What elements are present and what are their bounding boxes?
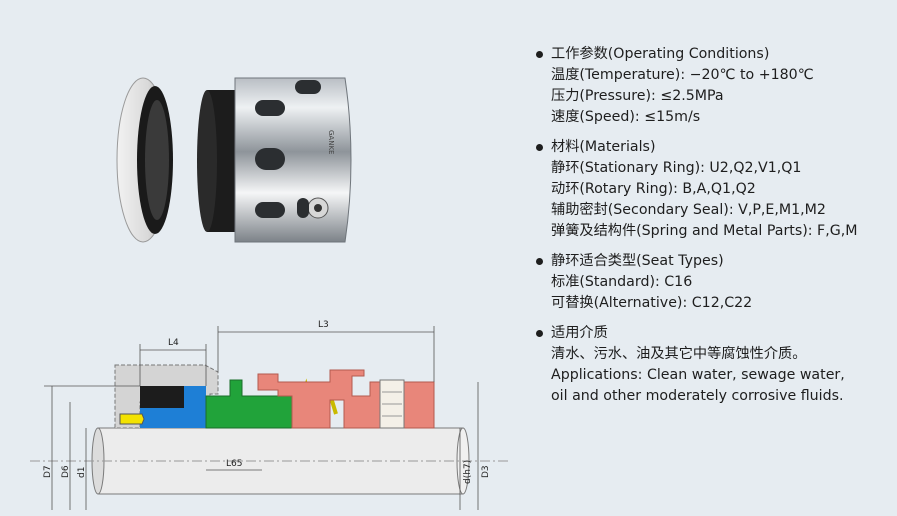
- seat-black: [140, 386, 184, 408]
- rotary-ring: [205, 379, 293, 429]
- bullet-icon: [536, 51, 543, 58]
- seal-cross-section-drawing: L4 L3 L65 D7 D6 d1 d(h7) D3: [30, 320, 510, 510]
- spec-line: 标准(Standard): C16: [551, 274, 693, 290]
- spec-line: 辅助密封(Secondary Seal): V,P,E,M1,M2: [551, 202, 826, 218]
- bullet-icon: [536, 144, 543, 151]
- seal-product-photo: GANKE: [116, 77, 352, 243]
- spec-line: Applications: Clean water, sewage water,: [551, 367, 845, 383]
- spec-line: 动环(Rotary Ring): B,A,Q1,Q2: [551, 181, 756, 197]
- spec-heading: 适用介质: [551, 325, 608, 341]
- bullet-icon: [536, 330, 543, 337]
- spec-line: 速度(Speed): ≤15m/s: [551, 109, 701, 125]
- spec-group-applications: 适用介质 清水、污水、油及其它中等腐蚀性介质。 Applications: Cl…: [533, 323, 893, 407]
- spec-line: 压力(Pressure): ≤2.5MPa: [551, 88, 724, 104]
- spec-line: oil and other moderately corrosive fluid…: [551, 388, 844, 404]
- dimension-lines: [44, 326, 479, 510]
- spec-line: 可替换(Alternative): C12,C22: [551, 295, 753, 311]
- specifications-panel: 工作参数(Operating Conditions) 温度(Temperatur…: [533, 44, 893, 416]
- dim-d3: D3: [481, 465, 491, 478]
- dim-l65: L65: [226, 459, 242, 469]
- spec-line: 静环(Stationary Ring): U2,Q2,V1,Q1: [551, 160, 802, 176]
- seat-blue: [140, 386, 206, 428]
- spec-heading: 材料(Materials): [551, 139, 656, 155]
- dim-d6: D6: [61, 465, 71, 478]
- spec-line: 温度(Temperature): −20℃ to +180℃: [551, 67, 814, 83]
- dim-d7: D7: [43, 465, 53, 478]
- anti-rotation-pin: [119, 413, 145, 425]
- dim-dh7: d(h7): [463, 460, 473, 484]
- spec-group-operating: 工作参数(Operating Conditions) 温度(Temperatur…: [533, 44, 893, 128]
- spec-heading: 静环适合类型(Seat Types): [551, 253, 724, 269]
- brand-mark: GANKE: [327, 130, 335, 154]
- spec-group-seat-types: 静环适合类型(Seat Types) 标准(Standard): C16 可替换…: [533, 251, 893, 314]
- stationary-ring-photo: [116, 77, 173, 243]
- rotary-unit-photo: GANKE: [197, 77, 352, 243]
- spec-group-materials: 材料(Materials) 静环(Stationary Ring): U2,Q2…: [533, 137, 893, 242]
- spec-line: 弹簧及结构件(Spring and Metal Parts): F,G,M: [551, 223, 858, 239]
- dim-l4: L4: [168, 338, 179, 348]
- dim-d1: d1: [77, 467, 87, 478]
- spec-heading: 工作参数(Operating Conditions): [551, 46, 770, 62]
- dim-l3: L3: [318, 320, 329, 330]
- bullet-icon: [536, 258, 543, 265]
- spec-line: 清水、污水、油及其它中等腐蚀性介质。: [551, 346, 807, 362]
